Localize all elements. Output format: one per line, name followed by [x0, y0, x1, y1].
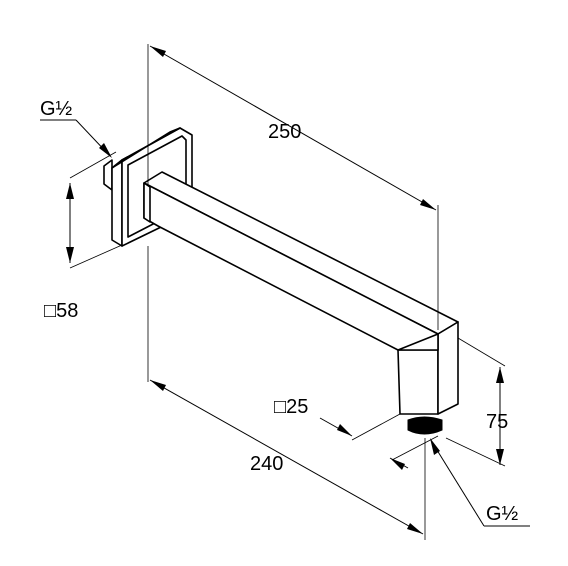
dim-58: [66, 151, 123, 269]
label-240: 240: [250, 453, 283, 475]
arm-front-face: [143, 182, 439, 351]
dim-75: [445, 337, 506, 467]
leader-thread-wall: [40, 119, 112, 158]
arm-end-face: [143, 182, 151, 223]
label-25: □25: [274, 396, 308, 418]
dim-25: [319, 413, 439, 470]
label-thread-outlet: G½: [486, 503, 519, 525]
outlet-nut: [407, 416, 443, 435]
arm-vertical: [397, 321, 459, 435]
dim-250: [147, 44, 439, 330]
label-58: □58: [44, 300, 78, 322]
flange-thread-stub: [103, 159, 113, 191]
flange-side-face: [111, 159, 123, 247]
flange-top-face: [111, 127, 181, 169]
leader-thread-outlet: [430, 438, 530, 527]
arm-top-face: [143, 171, 459, 335]
drop-corner-face: [397, 333, 439, 351]
drop-right-face: [437, 321, 459, 415]
label-250: 250: [268, 121, 301, 143]
arm-horizontal: [143, 171, 459, 351]
drop-left-face: [397, 349, 439, 415]
dim-240: [147, 246, 426, 540]
label-75: 75: [486, 411, 508, 433]
label-thread-wall: G½: [40, 98, 73, 120]
